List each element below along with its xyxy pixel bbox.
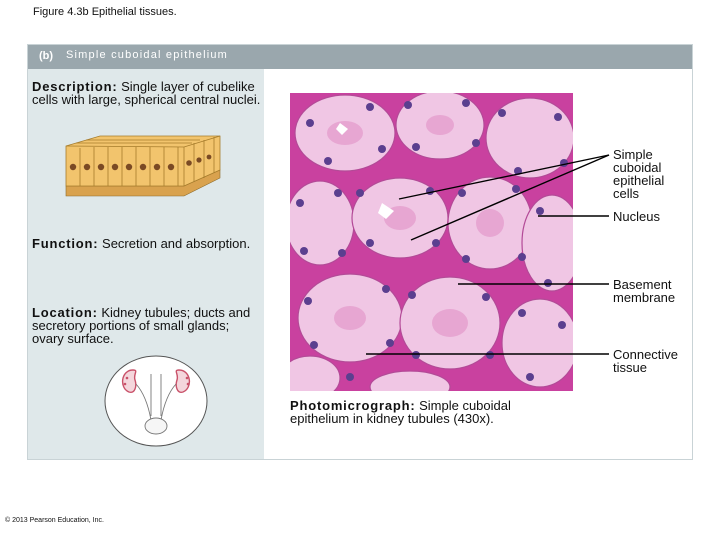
label-simple-cuboidal-epithelial-cells: Simple cuboidal epithelial cells xyxy=(613,147,665,201)
panel-header: (b) Simple cuboidal epithelium xyxy=(28,45,692,69)
function-block: Function: Secretion and absorption. xyxy=(32,237,264,250)
location-label: Location: xyxy=(32,305,98,320)
cuboidal-epithelium-illustration xyxy=(65,135,221,197)
figure-title: Figure 4.3b Epithelial tissues. xyxy=(33,6,177,18)
function-text: Secretion and absorption. xyxy=(102,236,251,251)
label-basement-membrane: Basement membrane xyxy=(613,277,676,305)
description-text: Single layer of cubelike cells with larg… xyxy=(32,79,261,107)
caption-text: Simple cuboidal epithelium in kidney tub… xyxy=(290,398,511,426)
panel-title: Simple cuboidal epithelium xyxy=(66,49,229,61)
micrograph-caption: Photomicrograph: Simple cuboidal epithel… xyxy=(290,399,560,425)
description-label: Description: xyxy=(32,79,118,94)
function-label: Function: xyxy=(32,236,99,251)
location-text: Kidney tubules; ducts and secretory port… xyxy=(32,305,251,346)
label-connective-tissue: Connective tissue xyxy=(613,347,679,375)
description-block: Description: Single layer of cubelike ce… xyxy=(32,80,264,106)
panel-tag: (b) xyxy=(39,50,54,62)
copyright-notice: © 2013 Pearson Education, Inc. xyxy=(5,517,104,524)
label-nucleus: Nucleus xyxy=(613,209,660,224)
kidney-urinary-system-icon xyxy=(104,355,208,447)
caption-label: Photomicrograph: xyxy=(290,398,416,413)
location-block: Location: Kidney tubules; ducts and secr… xyxy=(32,306,264,345)
photomicrograph xyxy=(290,93,573,391)
